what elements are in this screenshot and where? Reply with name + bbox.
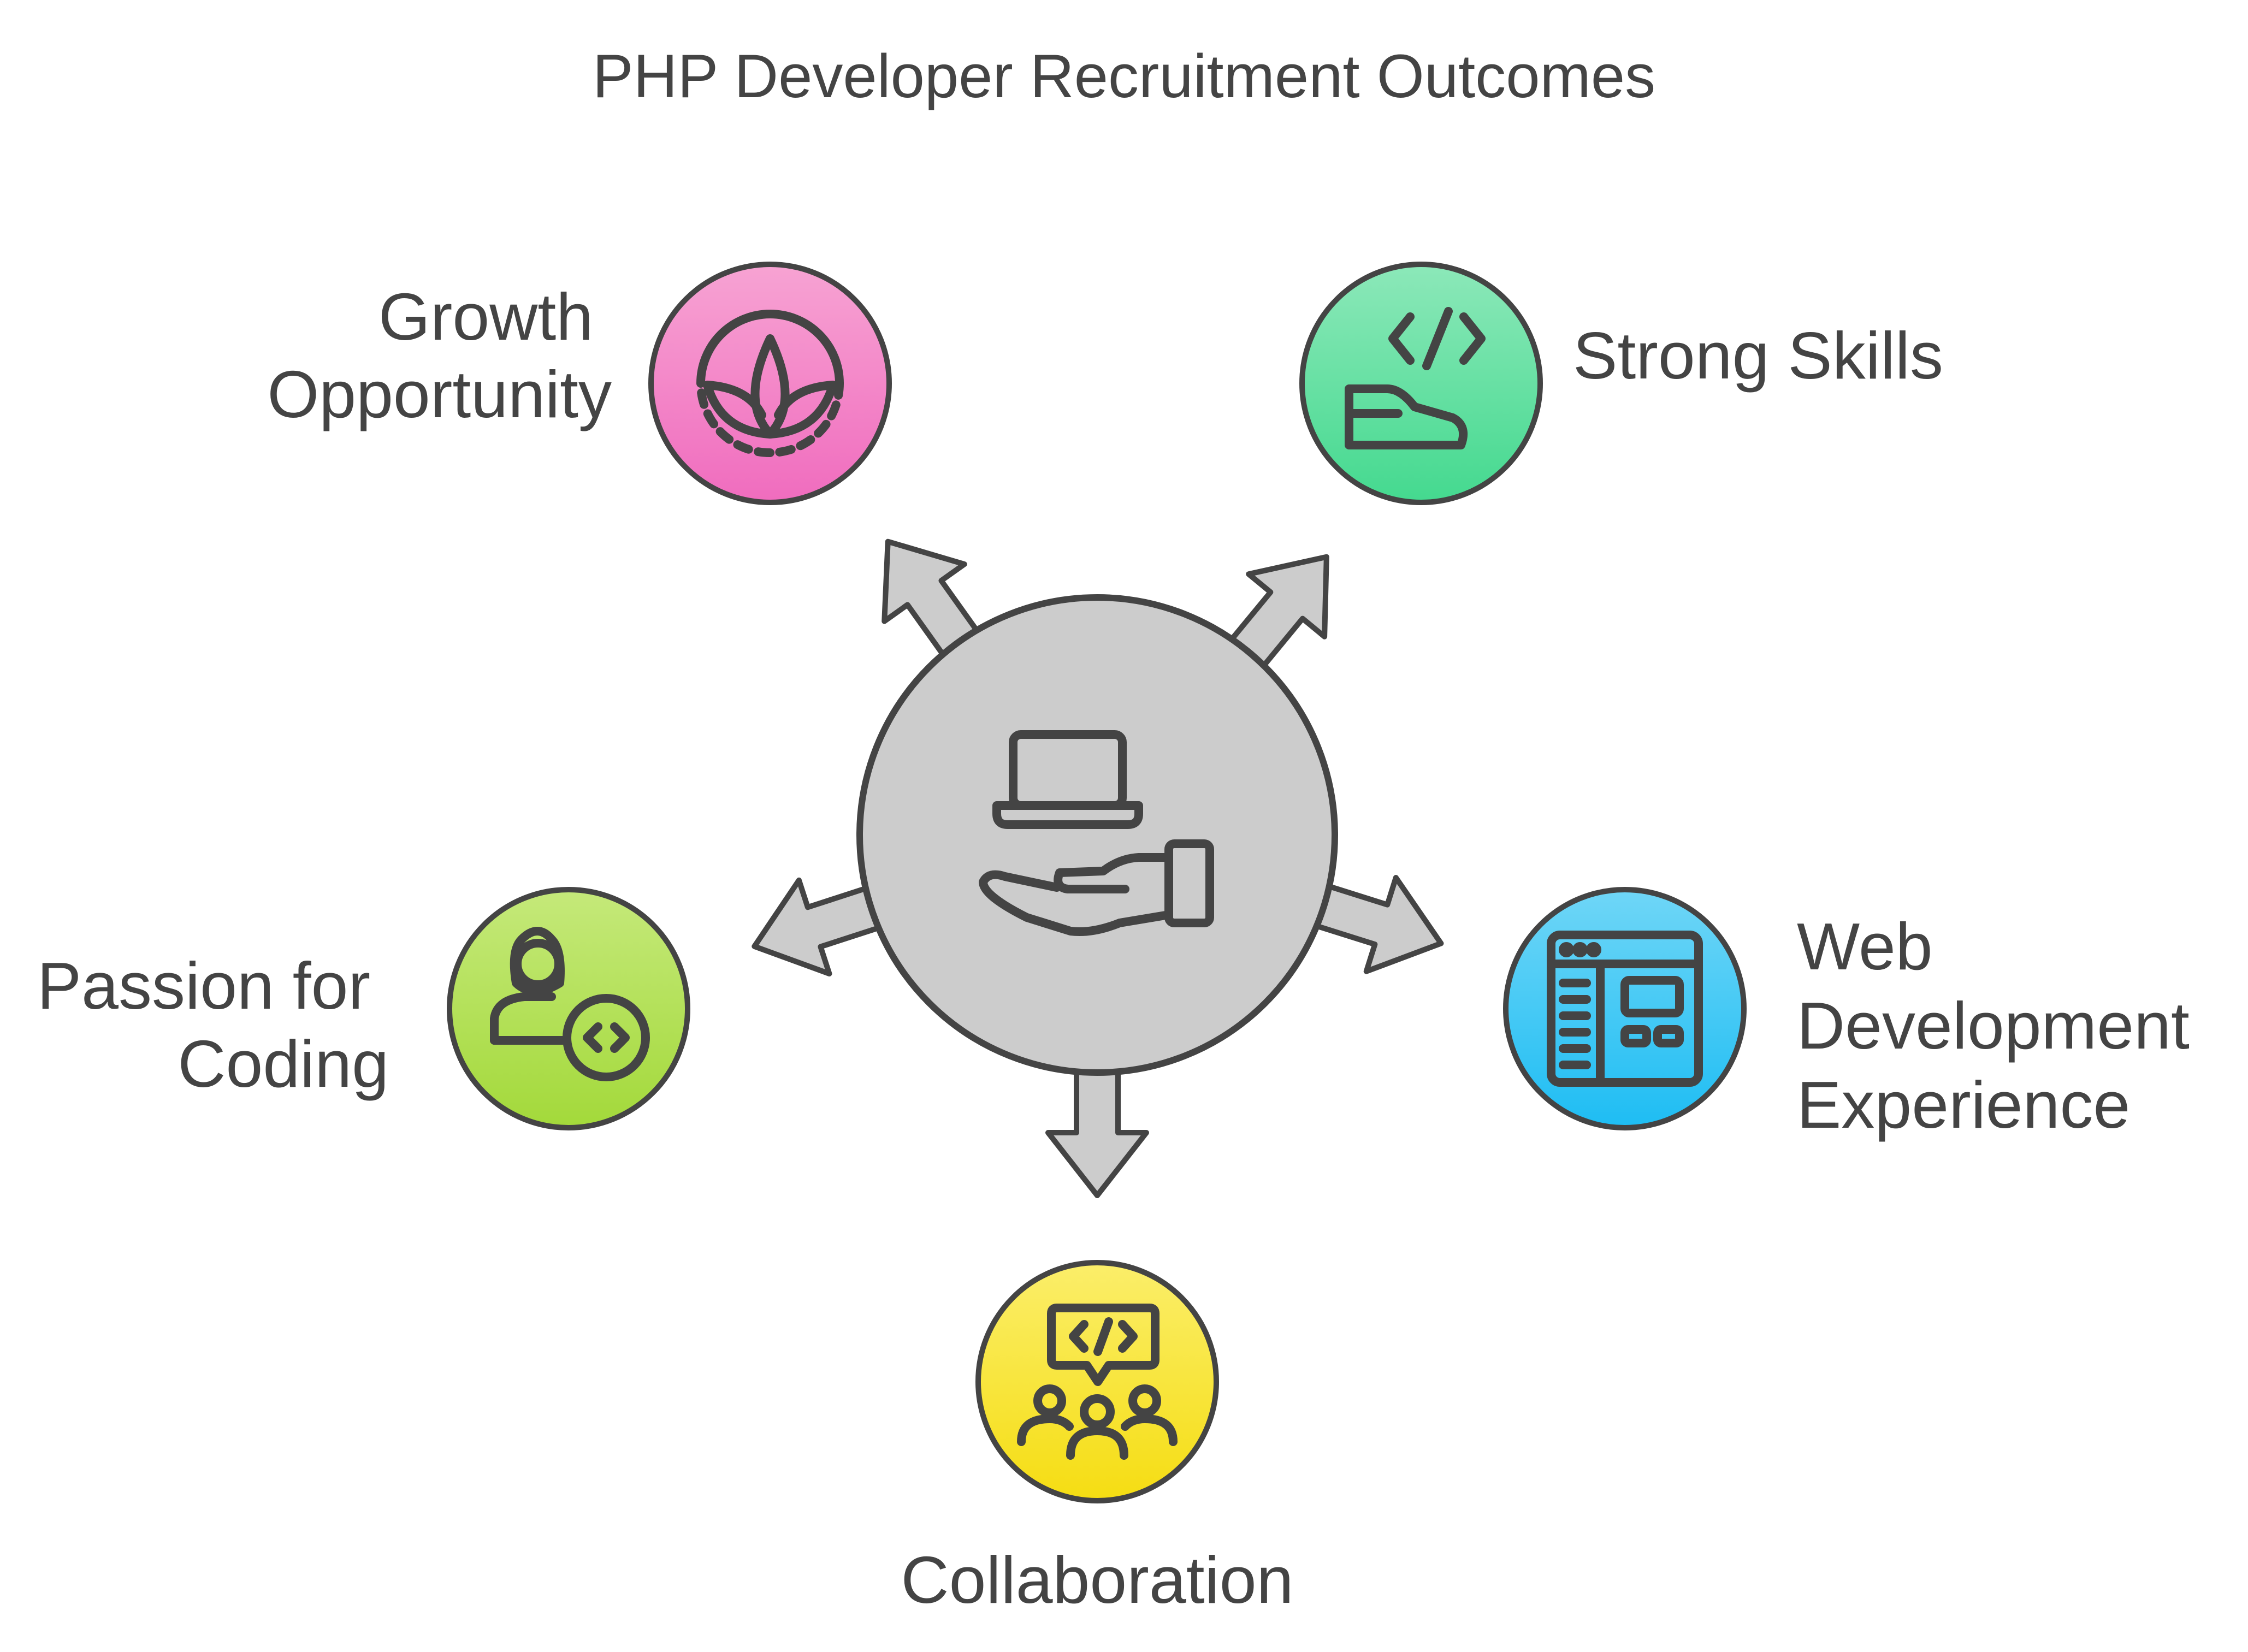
label-passion-for-coding: Passion for Coding bbox=[37, 949, 389, 1101]
center-node bbox=[856, 594, 1338, 1076]
coder-person-icon bbox=[490, 927, 650, 1081]
browser-window-icon bbox=[1547, 931, 1703, 1087]
sprout-icon bbox=[696, 310, 844, 457]
outcome-collaboration: Collaboration bbox=[901, 1260, 1294, 1617]
label-web-development-experience: Web Development Experience bbox=[1797, 909, 2208, 1142]
outcome-web-development-experience: Web Development Experience bbox=[1503, 887, 2208, 1142]
outcome-growth-opportunity: Growth Opportunity bbox=[267, 262, 892, 505]
label-strong-skills: Strong Skills bbox=[1573, 318, 1943, 393]
team-code-icon bbox=[1017, 1304, 1178, 1460]
label-growth-opportunity: Growth Opportunity bbox=[267, 280, 612, 431]
diagram-title: PHP Developer Recruitment Outcomes bbox=[593, 42, 1655, 110]
code-hand-icon bbox=[1345, 307, 1486, 449]
outcome-passion-for-coding: Passion for Coding bbox=[37, 887, 690, 1130]
laptop-on-hand-icon bbox=[979, 730, 1214, 936]
outcome-strong-skills: Strong Skills bbox=[1299, 262, 1943, 505]
label-collaboration: Collaboration bbox=[901, 1543, 1294, 1617]
